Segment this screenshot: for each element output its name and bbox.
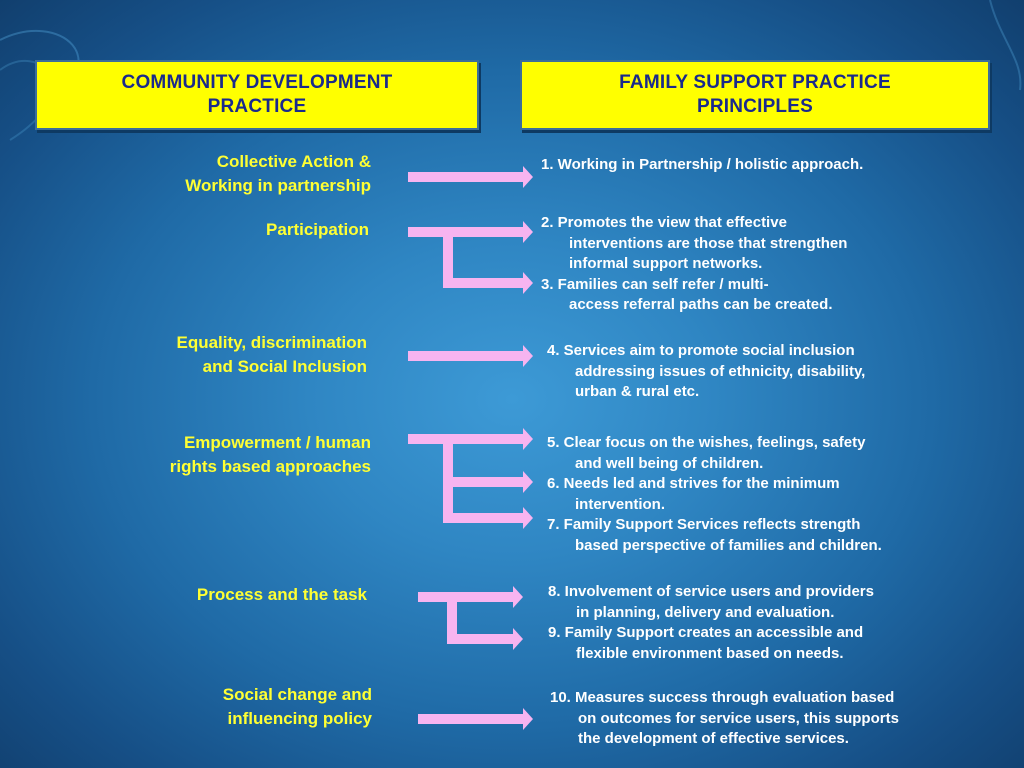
right-item-5-line-4: flexible environment based on needs. — [576, 644, 844, 662]
right-item-2-line-5: access referral paths can be created. — [569, 296, 833, 314]
right-item-4-line-5: 7. Family Support Services reflects stre… — [547, 516, 861, 534]
right-item-1-line-1: 1. Working in Partnership / holistic app… — [541, 156, 864, 173]
arrow-6 — [418, 708, 533, 730]
arrow-4a — [408, 428, 533, 450]
right-item-3-line-3: urban & rural etc. — [575, 383, 700, 401]
header-community-development: COMMUNITY DEVELOPMENT PRACTICE — [35, 60, 479, 130]
left-item-social-change: Social change and influencing policy — [223, 683, 372, 731]
arrow-group-1 — [408, 166, 533, 188]
right-item-6-line-3: the development of effective services. — [578, 730, 849, 748]
right-item-6-line-2: on outcomes for service users, this supp… — [578, 709, 899, 727]
right-item-group-6: 10. Measures success through evaluation … — [550, 688, 899, 750]
right-item-group-1: 1. Working in Partnership / holistic app… — [541, 155, 863, 176]
left-item-process: Process and the task — [197, 583, 367, 607]
arrow-group-4 — [408, 428, 533, 529]
right-item-4-line-3: 6. Needs led and strives for the minimum — [547, 475, 840, 493]
header-right-line-2: PRINCIPLES — [696, 96, 813, 117]
right-item-6-line-1: 10. Measures success through evaluation … — [550, 689, 895, 706]
right-item-2-line-1: 2. Promotes the view that effective — [541, 214, 787, 231]
header-right-line-1: FAMILY SUPPORT PRACTICE — [619, 72, 891, 93]
arrow-group-5 — [418, 586, 523, 650]
left-item-equality: Equality, discrimination and Social Incl… — [177, 331, 368, 379]
right-item-4-line-1: 5. Clear focus on the wishes, feelings, … — [547, 434, 866, 451]
arrow-5b — [447, 628, 523, 650]
right-item-4-line-4: intervention. — [575, 495, 666, 513]
header-family-support: FAMILY SUPPORT PRACTICE PRINCIPLES — [520, 60, 990, 130]
arrow-5a — [418, 586, 523, 608]
left-item-participation: Participation — [266, 218, 369, 242]
left-item-1-line-2: Working in partnership — [185, 176, 371, 195]
right-item-group-2: 2. Promotes the view that effective inte… — [541, 213, 847, 316]
left-item-5-line-1: Process and the task — [196, 585, 367, 604]
arrow-1 — [408, 166, 533, 188]
left-item-3-line-1: Equality, discrimination — [176, 333, 368, 352]
left-item-4-line-2: rights based approaches — [169, 457, 371, 476]
right-item-group-4: 5. Clear focus on the wishes, feelings, … — [547, 433, 882, 557]
right-item-group-5: 8. Involvement of service users and prov… — [548, 582, 874, 664]
right-item-2-line-4: 3. Families can self refer / multi- — [541, 275, 769, 293]
arrow-5-stem — [447, 597, 457, 644]
left-item-collective-action: Collective Action & Working in partnersh… — [185, 150, 371, 198]
arrow-group-2 — [408, 221, 533, 294]
right-item-4-line-6: based perspective of families and childr… — [575, 536, 882, 554]
header-left-line-2: PRACTICE — [207, 96, 307, 117]
left-item-empowerment: Empowerment / human rights based approac… — [170, 431, 371, 479]
right-item-3-line-2: addressing issues of ethnicity, disabili… — [575, 362, 866, 380]
right-item-2-line-3: informal support networks. — [569, 255, 763, 273]
arrow-2a — [408, 221, 533, 243]
left-item-6-line-1: Social change and — [222, 685, 372, 704]
right-item-3-line-1: 4. Services aim to promote social inclus… — [547, 342, 855, 359]
arrow-3 — [408, 345, 533, 367]
left-item-6-line-2: influencing policy — [227, 709, 372, 728]
left-item-2-line-1: Participation — [266, 220, 369, 239]
right-item-4-line-2: and well being of children. — [575, 454, 764, 472]
arrow-2-stem — [443, 232, 453, 287]
right-item-5-line-1: 8. Involvement of service users and prov… — [548, 583, 874, 600]
arrow-group-3 — [408, 345, 533, 367]
arrow-4c — [443, 507, 533, 529]
right-item-2-line-2: interventions are those that strengthen — [569, 234, 848, 252]
right-item-5-line-2: in planning, delivery and evaluation. — [576, 603, 835, 621]
left-item-4-line-1: Empowerment / human — [183, 433, 371, 452]
arrow-group-6 — [418, 708, 533, 730]
right-item-5-line-3: 9. Family Support creates an accessible … — [548, 624, 864, 642]
left-item-3-line-2: and Social Inclusion — [202, 357, 367, 376]
header-left-line-1: COMMUNITY DEVELOPMENT — [121, 72, 393, 93]
arrow-2b — [443, 272, 533, 294]
arrow-4b — [443, 471, 533, 493]
right-item-group-3: 4. Services aim to promote social inclus… — [547, 341, 865, 403]
left-item-1-line-1: Collective Action & — [216, 152, 371, 171]
